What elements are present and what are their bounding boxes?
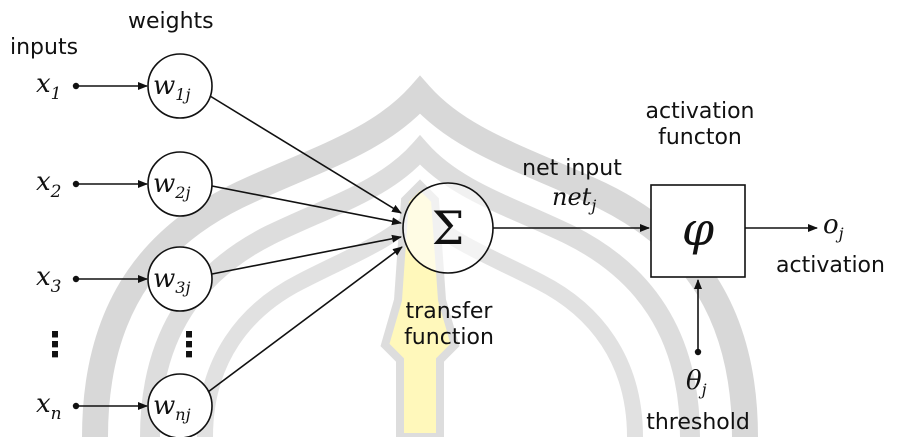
net-input-label: net input [522,156,622,181]
weight-node-n: wnj [147,373,213,437]
activation-box: φ [650,184,746,278]
threshold-theta: θj [686,366,707,399]
weights-label: weights [128,9,214,34]
input-row-2: x2 [36,167,148,202]
input-row-n: xn [36,389,148,424]
activation-function-label-1: activation [646,99,755,124]
svg-text:w2j: w2j [153,169,190,202]
weight-arrow-n [207,246,403,393]
weight-node-3: w3j [147,246,213,312]
svg-text:w1j: w1j [153,71,190,104]
weight-arrow-1 [209,95,402,214]
weight-node-1: w1j [147,53,213,119]
output-oj: oj [823,210,844,243]
weight-arrow-2 [211,185,402,226]
weight-node-2: w2j [147,151,213,217]
svg-text:wnj: wnj [153,391,191,424]
input-ellipsis: ⋮ [38,325,72,365]
sigma-symbol: Σ [432,201,465,255]
input-x1: x1 [36,69,62,104]
input-xn: xn [36,389,62,424]
input-row-1: x1 [36,69,148,104]
weight-arrow-3 [211,234,402,275]
input-x3: x3 [36,262,62,297]
activation-label: activation [776,253,885,278]
inputs-label: inputs [10,35,78,60]
phi-symbol: φ [682,202,715,256]
net-j-symbol: netj [552,183,596,215]
weight-ellipsis: ⋮ [172,325,206,365]
transfer-function-label-2: function [404,325,494,350]
input-row-3: x3 [36,262,148,297]
sum-node: Σ [402,182,494,274]
activation-function-label-2: functon [658,125,742,150]
transfer-function-label-1: transfer [406,299,494,324]
svg-text:w3j: w3j [153,264,190,297]
input-x2: x2 [36,167,62,202]
threshold-label: threshold [646,410,750,435]
